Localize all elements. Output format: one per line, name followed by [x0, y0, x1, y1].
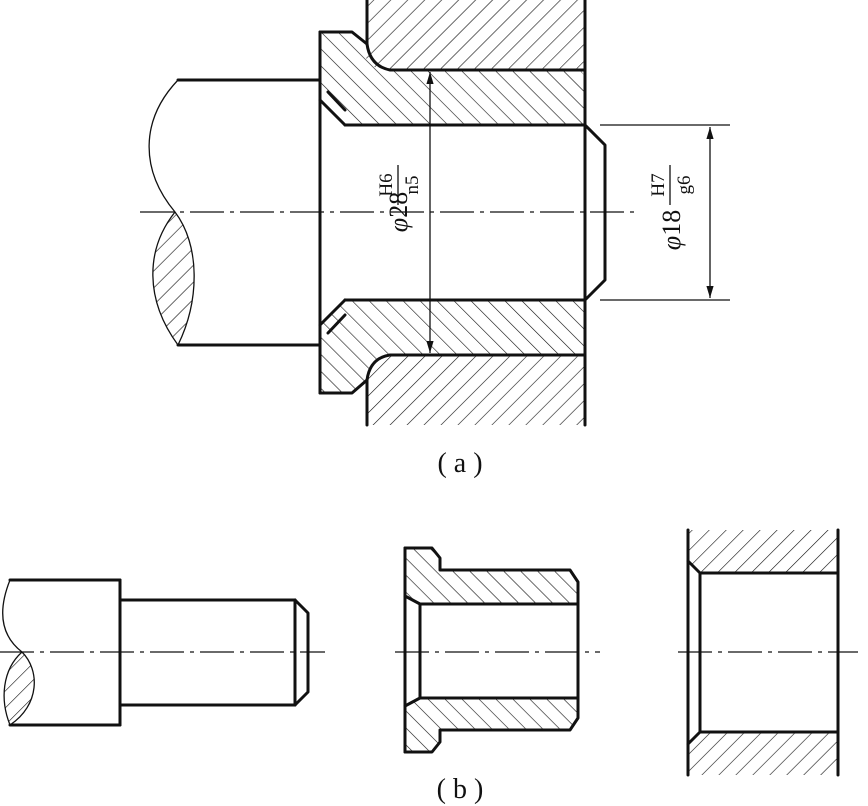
pin-nominal-size: 18: [657, 210, 686, 236]
caption-a: ( a ): [437, 448, 482, 479]
pin-hole-tolerance: H7: [648, 173, 669, 196]
svg-text:φ18: φ18: [657, 210, 686, 250]
dimension-bore: φ28 H6 n5: [376, 72, 434, 353]
flanged-bushing: [403, 546, 580, 754]
pin-diameter-symbol: φ: [657, 236, 686, 250]
bore-hole-tolerance: H6: [376, 173, 397, 196]
shaft: [148, 78, 322, 347]
caption-b: ( b ): [437, 774, 484, 805]
bushing-section: [318, 30, 587, 395]
bore-shaft-tolerance: n5: [402, 176, 423, 195]
bore-diameter-symbol: φ: [384, 218, 413, 232]
figure-a: φ28 H6 n5 φ18 H7 g6 ( a ): [140, 0, 730, 479]
figure-b: ( b ): [0, 528, 858, 805]
pin-shaft-tolerance: g6: [674, 176, 695, 195]
dimension-pin: φ18 H7 g6: [600, 124, 730, 301]
